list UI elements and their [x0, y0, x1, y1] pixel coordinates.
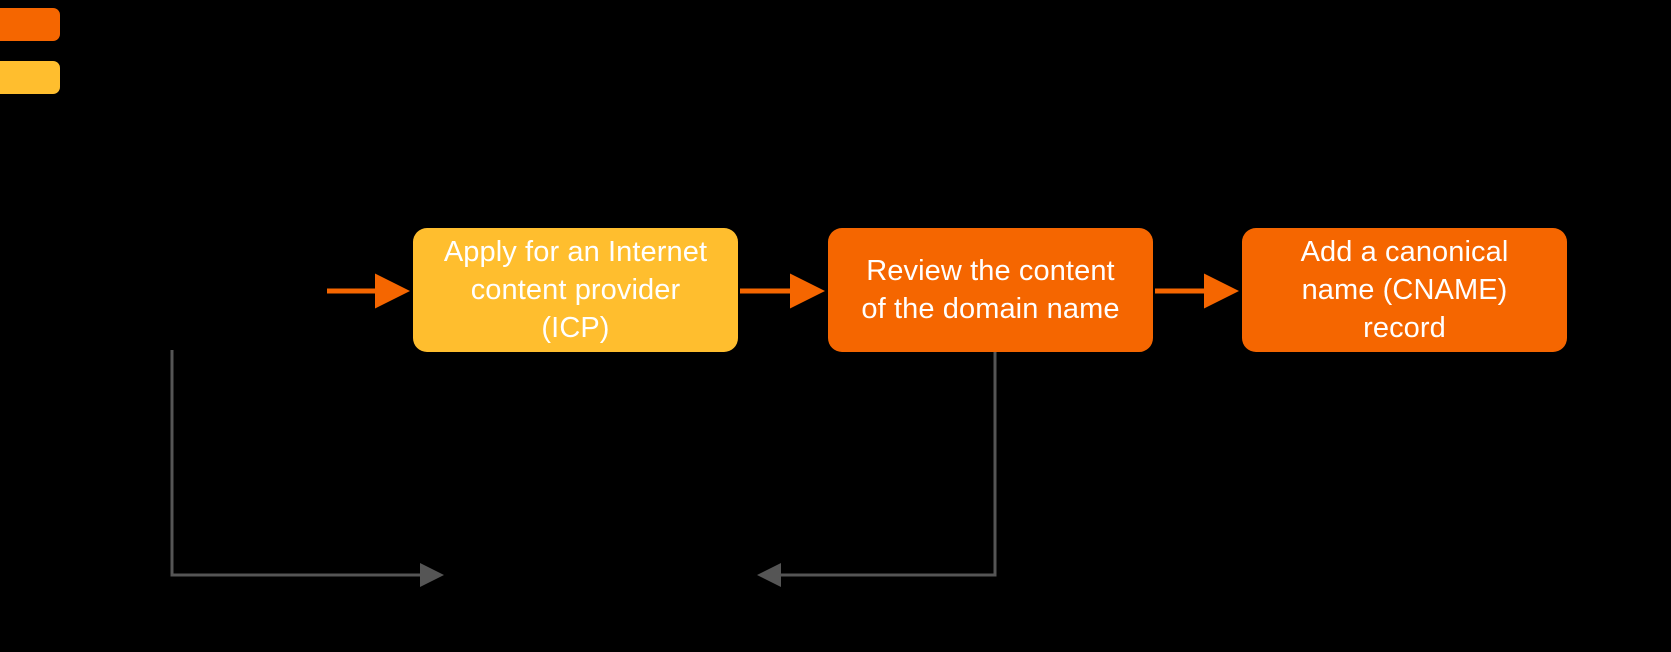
feedback-review-return: [757, 352, 997, 587]
node-review-domain[interactable]: Review the content of the domain name: [828, 228, 1153, 352]
legend-swatch-amber: [0, 61, 60, 94]
node-add-cname[interactable]: Add a canonical name (CNAME) record: [1242, 228, 1567, 352]
node-apply-icp[interactable]: Apply for an Internet content provider (…: [413, 228, 738, 352]
legend-swatch-orange: [0, 8, 60, 41]
feedback-left-return: [170, 350, 444, 587]
